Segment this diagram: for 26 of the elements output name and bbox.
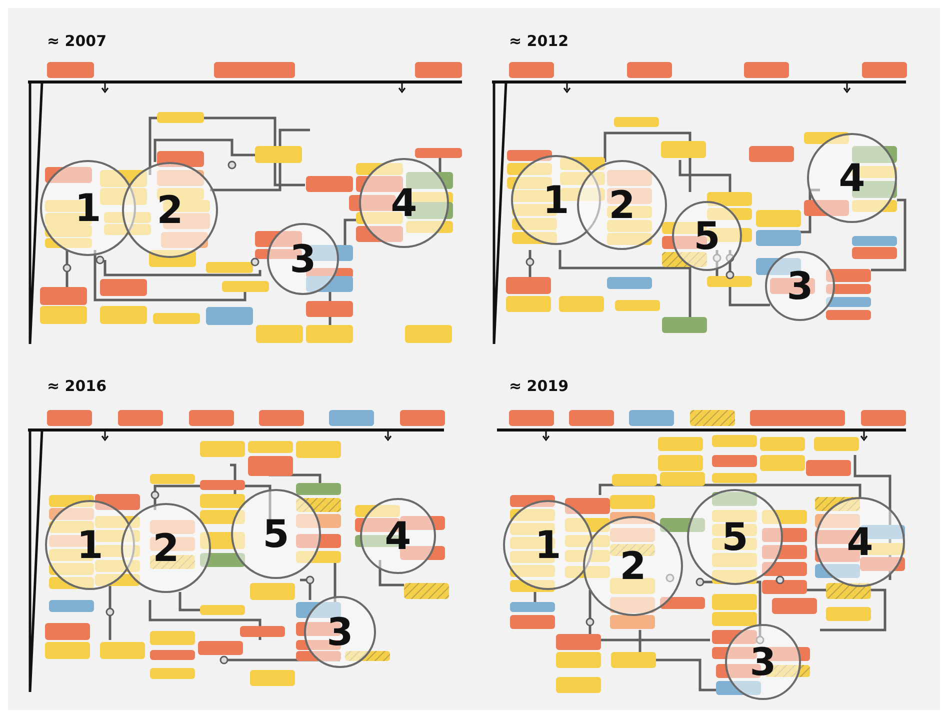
circle-number: 5 xyxy=(262,515,290,553)
panel-year-heading: ≈ 2012 xyxy=(509,32,569,50)
panel-year-heading: ≈ 2019 xyxy=(509,377,569,395)
circle-number: 3 xyxy=(290,240,316,278)
circle-number: 3 xyxy=(326,613,354,651)
circle-number: 4 xyxy=(384,517,412,555)
circle-number: 2 xyxy=(156,191,184,229)
circle-number: 4 xyxy=(390,184,418,222)
circle-number: 4 xyxy=(846,523,874,561)
numbered-circle xyxy=(807,133,897,223)
circle-number: 1 xyxy=(542,181,570,219)
circle-number: 2 xyxy=(608,186,636,224)
panel-year-heading: ≈ 2007 xyxy=(47,32,107,50)
circle-number: 1 xyxy=(534,526,562,564)
numbered-circle xyxy=(815,497,905,587)
circle-number: 1 xyxy=(74,189,102,227)
circle-number: 4 xyxy=(838,159,866,197)
circle-number: 5 xyxy=(722,518,748,556)
circle-number: 1 xyxy=(76,526,104,564)
circle-number: 5 xyxy=(694,217,720,255)
circle-number: 2 xyxy=(152,529,180,567)
circle-number: 3 xyxy=(750,643,776,681)
panel-year-heading: ≈ 2016 xyxy=(47,377,107,395)
circle-number: 2 xyxy=(620,547,646,585)
numbered-circle xyxy=(231,489,321,579)
circle-number: 3 xyxy=(786,267,814,305)
